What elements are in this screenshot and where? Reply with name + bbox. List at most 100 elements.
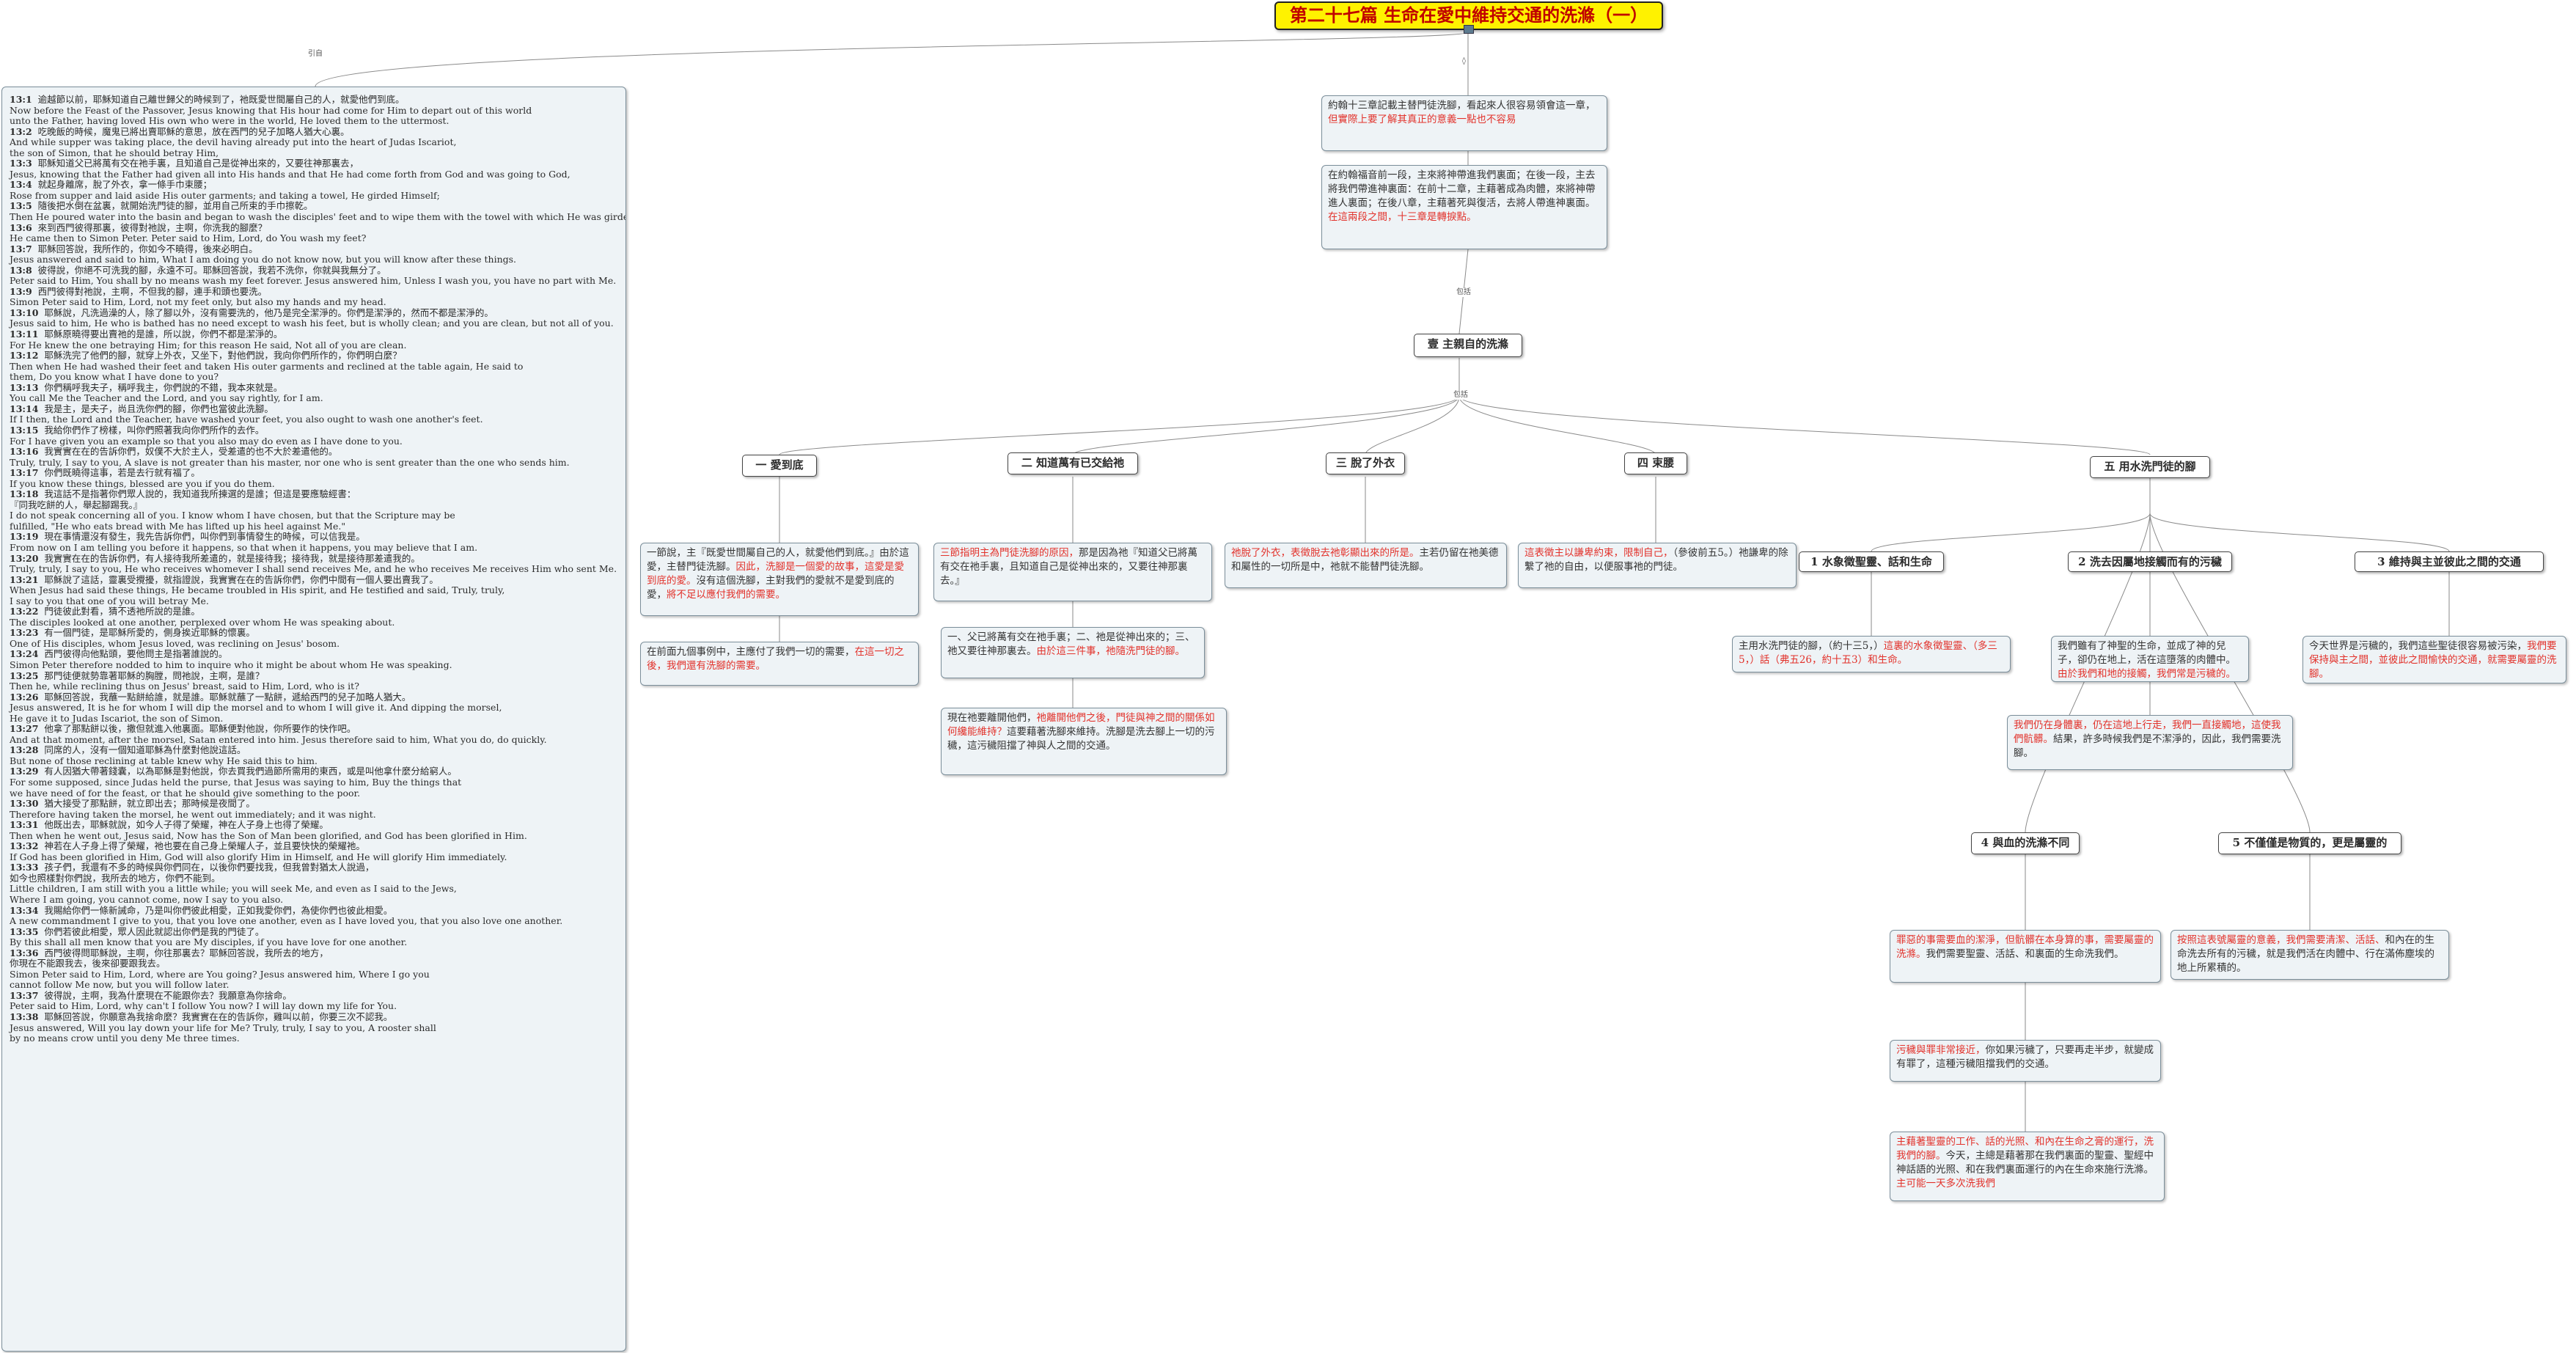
verse-text: Jesus answered, Will you lay down your l… bbox=[10, 1022, 436, 1033]
verse-ref: 13:12 bbox=[10, 350, 39, 362]
verse-text: them, Do you know what I have done to yo… bbox=[10, 371, 219, 383]
scripture-line: Then when he went out, Jesus said, Now h… bbox=[10, 829, 618, 842]
verse-text: Jesus answered and said to him, What I a… bbox=[10, 254, 517, 265]
scripture-line: Jesus answered and said to him, What I a… bbox=[10, 254, 618, 265]
verse-ref: 13:35 bbox=[10, 925, 39, 937]
verse-ref: 13:23 bbox=[10, 627, 39, 639]
subtopic-1[interactable]: 一 愛到底 bbox=[742, 455, 817, 477]
scripture-line: Peter said to Him, You shall by no means… bbox=[10, 276, 618, 287]
verse-text: 猶大接受了那點餅，就立即出去；那時候是夜間了。 bbox=[44, 798, 255, 810]
verse-text: 你們若彼此相愛，眾人因此就認出你們是我的門徒了。 bbox=[44, 925, 265, 937]
scripture-line: 13:13 你們稱呼我夫子，稱呼我主，你們說的不錯，我本來就是。 bbox=[10, 382, 618, 394]
note-water: 主用水洗門徒的腳，（約十三5，）這裏的水象徵聖靈、（多三5，）話（弗五26，約十… bbox=[1732, 636, 2011, 672]
scripture-line: 13:11 耶穌原曉得要出賣祂的是誰，所以說，你們不都是潔淨的。 bbox=[10, 329, 618, 340]
verse-text: Peter said to Him, Lord, why can't I fol… bbox=[10, 1000, 397, 1012]
verse-text: 我實實在在的告訴你們，奴僕不大於主人，受差遣的也不大於差遣他的。 bbox=[44, 446, 338, 458]
verse-text: He came then to Simon Peter. Peter said … bbox=[10, 232, 367, 244]
scripture-line: 13:33 孩子們，我還有不多的時候與你們同在，以後你們要找我，但我曾對猶太人說… bbox=[10, 862, 618, 873]
scripture-line: 13:30 猶大接受了那點餅，就立即出去；那時候是夜間了。 bbox=[10, 798, 618, 810]
verse-text: 耶穌回答說，你願意為我捨命麼？我實實在在的告訴你，雞叫以前，你要三次不認我。 bbox=[44, 1011, 393, 1023]
verse-ref: 13:22 bbox=[10, 606, 39, 617]
scripture-line: 13:5 隨後把水倒在盆裏，就開始洗門徒的腳，並用自己所束的手巾擦乾。 bbox=[10, 201, 618, 212]
subtopic-3[interactable]: 三 脫了外衣 bbox=[1326, 452, 1405, 474]
verse-text: The disciples looked at one another, per… bbox=[10, 616, 395, 628]
note-garments: 祂脫了外衣，表徵脫去祂彰顯出來的所是。主若仍留在祂美德和屬性的一切所是中，祂就不… bbox=[1225, 543, 1507, 588]
point-fellowship[interactable]: 3 維持與主並彼此之間的交通 bbox=[2355, 551, 2544, 572]
expand-handle-icon[interactable] bbox=[1464, 25, 1474, 34]
scripture-line: 13:8 彼得說，你絕不可洗我的腳，永遠不可。耶穌回答說，我若不洗你，你就與我無… bbox=[10, 265, 618, 276]
verse-text: 彼得說，主啊，我為什麼現在不能跟你去？我願意為你捨命。 bbox=[44, 989, 292, 1001]
verse-ref: 13:32 bbox=[10, 840, 39, 852]
verse-text: Simon Peter said to Him, Lord, not my fe… bbox=[10, 296, 386, 308]
scripture-line: Therefore having taken the morsel, he we… bbox=[10, 809, 618, 821]
subtopic-4[interactable]: 四 束腰 bbox=[1624, 452, 1687, 474]
note-love-to-end: 一節說，主『既愛世間屬自己的人，就愛他們到底。』由於這愛，主替門徒洗腳。因此，洗… bbox=[640, 543, 919, 616]
scripture-line: 你現在不能跟我去，後來卻要跟我去。 bbox=[10, 958, 618, 969]
point-spiritual[interactable]: 5 不僅僅是物質的，更是屬靈的 bbox=[2218, 832, 2401, 854]
scripture-line: them, Do you know what I have done to yo… bbox=[10, 371, 618, 383]
note-girding: 這表徵主以謙卑約束，限制自己，（參彼前五5。）祂謙卑的除繫了祂的自由，以便服事祂… bbox=[1518, 543, 1797, 588]
verse-text: 我實實在在的告訴你們，有人接待我所差遣的，就是接待我；接待我，就是接待那差遣我的… bbox=[44, 552, 420, 564]
scripture-line: 13:18 我這話不是指著你們眾人說的，我知道我所揀選的是誰；但這是要應驗經書： bbox=[10, 488, 618, 500]
scripture-line: unto the Father, having loved His own wh… bbox=[10, 115, 618, 127]
subtopic-5[interactable]: 五 用水洗門徒的腳 bbox=[2090, 456, 2210, 478]
scripture-line: we have need of for the feast, or that h… bbox=[10, 788, 618, 799]
scripture-line: Simon Peter therefore nodded to him to i… bbox=[10, 659, 618, 671]
verse-text: Rose from supper and laid aside His oute… bbox=[10, 189, 440, 201]
verse-text: And at that moment, after the morsel, Sa… bbox=[10, 733, 547, 745]
verse-text: by no means crow until you deny Me three… bbox=[10, 1033, 240, 1044]
verse-text: If I then, the Lord and the Teacher, hav… bbox=[10, 414, 483, 425]
point-blood[interactable]: 4 與血的洗滌不同 bbox=[1971, 832, 2080, 854]
verse-text: By this shall all men know that you are … bbox=[10, 936, 408, 948]
verse-text: Jesus said to him, He who is bathed has … bbox=[10, 318, 614, 329]
scripture-line: Truly, truly, I say to you, He who recei… bbox=[10, 563, 618, 575]
verse-text: 我給你們作了榜樣，叫你們照著我向你們所作的去作。 bbox=[44, 424, 265, 436]
verse-ref: 13:5 bbox=[10, 200, 32, 212]
verse-text: Then when he went out, Jesus said, Now h… bbox=[10, 829, 527, 841]
scripture-line: 13:29 有人因猶大帶著錢囊，以為耶穌是對他說，你去買我們過節所需用的東西，或… bbox=[10, 766, 618, 777]
verse-text: 你們既曉得這事，若是去行就有福了。 bbox=[44, 467, 200, 479]
verse-text: He gave it to Judas Iscariot, the son of… bbox=[10, 712, 224, 724]
main-topic[interactable]: 壹 主親自的洗滌 bbox=[1414, 334, 1522, 357]
verse-text: Simon Peter therefore nodded to him to i… bbox=[10, 659, 452, 670]
scripture-line: But none of those reclining at table kne… bbox=[10, 755, 618, 767]
scripture-line: If you know these things, blessed are yo… bbox=[10, 478, 618, 490]
verse-ref: 13:3 bbox=[10, 158, 32, 169]
scripture-line: You call Me the Teacher and the Lord, an… bbox=[10, 393, 618, 404]
note-knowing-three: 一、父已將萬有交在祂手裏；二、祂是從神出來的；三、祂又要往神那裏去。由於這三件事… bbox=[941, 627, 1205, 678]
verse-ref: 13:27 bbox=[10, 723, 39, 735]
verse-ref: 13:26 bbox=[10, 691, 39, 703]
verse-text: For some supposed, since Judas held the … bbox=[10, 777, 462, 788]
point-water[interactable]: 1 水象徵聖靈、話和生命 bbox=[1799, 551, 1944, 572]
scripture-line: If God has been glorified in Him, God wi… bbox=[10, 851, 618, 863]
verse-ref: 13:14 bbox=[10, 403, 39, 414]
verse-text: Little children, I am still with you a l… bbox=[10, 883, 457, 895]
scripture-line: If I then, the Lord and the Teacher, hav… bbox=[10, 414, 618, 425]
scripture-line: 13:15 我給你們作了榜樣，叫你們照著我向你們所作的去作。 bbox=[10, 425, 618, 436]
verse-ref: 13:38 bbox=[10, 1011, 39, 1023]
verse-text: 有人因猶大帶著錢囊，以為耶穌是對他說，你去買我們過節所需用的東西，或是叫他拿什麼… bbox=[44, 766, 457, 777]
scripture-line: 13:31 他既出去，耶穌就說，如今人子得了榮耀，神在人子身上也得了榮耀。 bbox=[10, 819, 618, 831]
scripture-line: the son of Simon, that he should betray … bbox=[10, 147, 618, 159]
note-dirt-2: 我們仍在身體裏，仍在這地上行走，我們一直接觸地，這使我們骯髒。結果，許多時候我們… bbox=[2007, 715, 2293, 770]
verse-text: When Jesus had said these things, He bec… bbox=[10, 584, 505, 596]
verse-text: fulfilled, "He who eats bread with Me ha… bbox=[10, 520, 346, 532]
verse-ref: 13:9 bbox=[10, 285, 32, 297]
verse-text: 孩子們，我還有不多的時候與你們同在，以後你們要找我，但我曾對猶太人說過， bbox=[44, 862, 375, 873]
verse-text: Simon Peter said to Him, Lord, where are… bbox=[10, 968, 430, 980]
scripture-line: 13:16 我實實在在的告訴你們，奴僕不大於主人，受差遣的也不大於差遣他的。 bbox=[10, 446, 618, 458]
verse-ref: 13:20 bbox=[10, 552, 39, 564]
verse-text: 我是主，是夫子，尚且洗你們的腳，你們也當彼此洗腳。 bbox=[44, 403, 274, 414]
scripture-line: 13:4 就起身離席，脫了外衣，拿一條手巾束腰； bbox=[10, 180, 618, 191]
scripture-line: I say to you that one of you will betray… bbox=[10, 595, 618, 607]
verse-text: 彼得說，你絕不可洗我的腳，永遠不可。耶穌回答說，我若不洗你，你就與我無分了。 bbox=[37, 264, 386, 276]
verse-text: And while supper was taking place, the d… bbox=[10, 136, 457, 148]
scripture-line: 13:22 門徒彼此對看，猜不透祂所說的是誰。 bbox=[10, 606, 618, 617]
note-blood-3: 主藉著聖靈的工作、話的光照、和內在生命之膏的運行，洗我們的腳。今天，主總是藉著那… bbox=[1890, 1132, 2165, 1201]
verse-ref: 13:2 bbox=[10, 125, 32, 137]
subtopic-2[interactable]: 二 知道萬有已交給祂 bbox=[1008, 452, 1138, 474]
verse-text: 逾越節以前，耶穌知道自己離世歸父的時候到了，祂既愛世間屬自己的人，就愛他們到底。 bbox=[37, 94, 405, 105]
verse-text: 他既出去，耶穌就說，如今人子得了榮耀，神在人子身上也得了榮耀。 bbox=[44, 819, 329, 831]
point-wash-dirt[interactable]: 2 洗去因屬地接觸而有的污穢 bbox=[2068, 551, 2232, 572]
note-blood-1: 罪惡的事需要血的潔淨，但骯髒在本身算的事，需要屬靈的洗滌。我們需要聖靈、活話、和… bbox=[1890, 930, 2161, 983]
